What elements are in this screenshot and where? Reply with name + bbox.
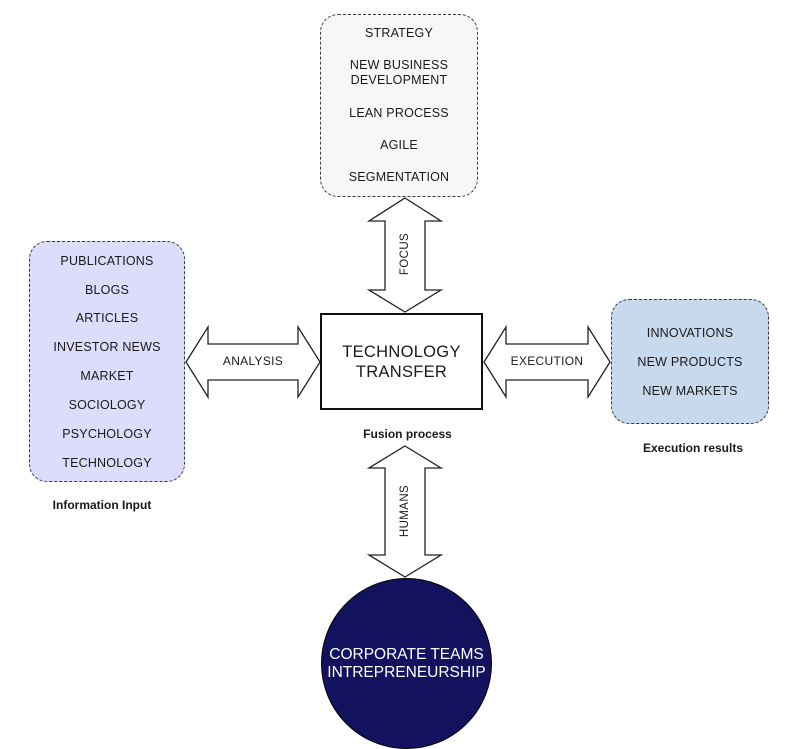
left-item: BLOGS: [84, 283, 130, 297]
circle-line1: CORPORATE TEAMS: [329, 645, 484, 663]
top-item: SEGMENTATION: [348, 170, 450, 184]
execution-label: EXECUTION: [510, 354, 584, 368]
fusion-process-caption: Fusion process: [363, 427, 452, 441]
left-item: INVESTOR NEWS: [53, 340, 161, 354]
execution-results-box: INNOVATIONS NEW PRODUCTS NEW MARKETS: [611, 299, 769, 424]
top-item: AGILE: [380, 138, 418, 152]
information-input-box: PUBLICATIONS BLOGS ARTICLES INVESTOR NEW…: [29, 241, 185, 482]
execution-results-caption: Execution results: [642, 441, 744, 455]
focus-label: FOCUS: [399, 232, 411, 276]
right-item: NEW PRODUCTS: [637, 355, 743, 369]
right-item: NEW MARKETS: [642, 384, 738, 398]
humans-arrow: [366, 445, 444, 578]
execution-arrow: [483, 324, 611, 400]
left-item: PSYCHOLOGY: [62, 427, 152, 441]
left-item: TECHNOLOGY: [62, 456, 152, 470]
top-item: NEW BUSINESS DEVELOPMENT: [349, 58, 449, 87]
left-item: PUBLICATIONS: [60, 254, 154, 268]
left-item: MARKET: [80, 369, 134, 383]
humans-label: HUMANS: [399, 484, 411, 538]
circle-line2: INTREPRENEURSHIP: [327, 663, 486, 681]
center-title-line1: TECHNOLOGY: [342, 342, 461, 361]
left-item: SOCIOLOGY: [68, 398, 146, 412]
top-item: STRATEGY: [364, 26, 434, 40]
focus-arrow: [366, 197, 444, 313]
technology-transfer-box: TECHNOLOGY TRANSFER: [320, 313, 483, 410]
analysis-label: ANALYSIS: [222, 354, 284, 368]
corporate-teams-circle: CORPORATE TEAMS INTREPRENEURSHIP: [321, 578, 492, 749]
right-item: INNOVATIONS: [646, 326, 734, 340]
strategy-box: STRATEGY NEW BUSINESS DEVELOPMENT LEAN P…: [320, 14, 478, 197]
top-item: LEAN PROCESS: [349, 106, 449, 120]
center-title-line2: TRANSFER: [355, 362, 448, 381]
left-item: ARTICLES: [75, 311, 139, 325]
information-input-caption: Information Input: [52, 498, 152, 512]
